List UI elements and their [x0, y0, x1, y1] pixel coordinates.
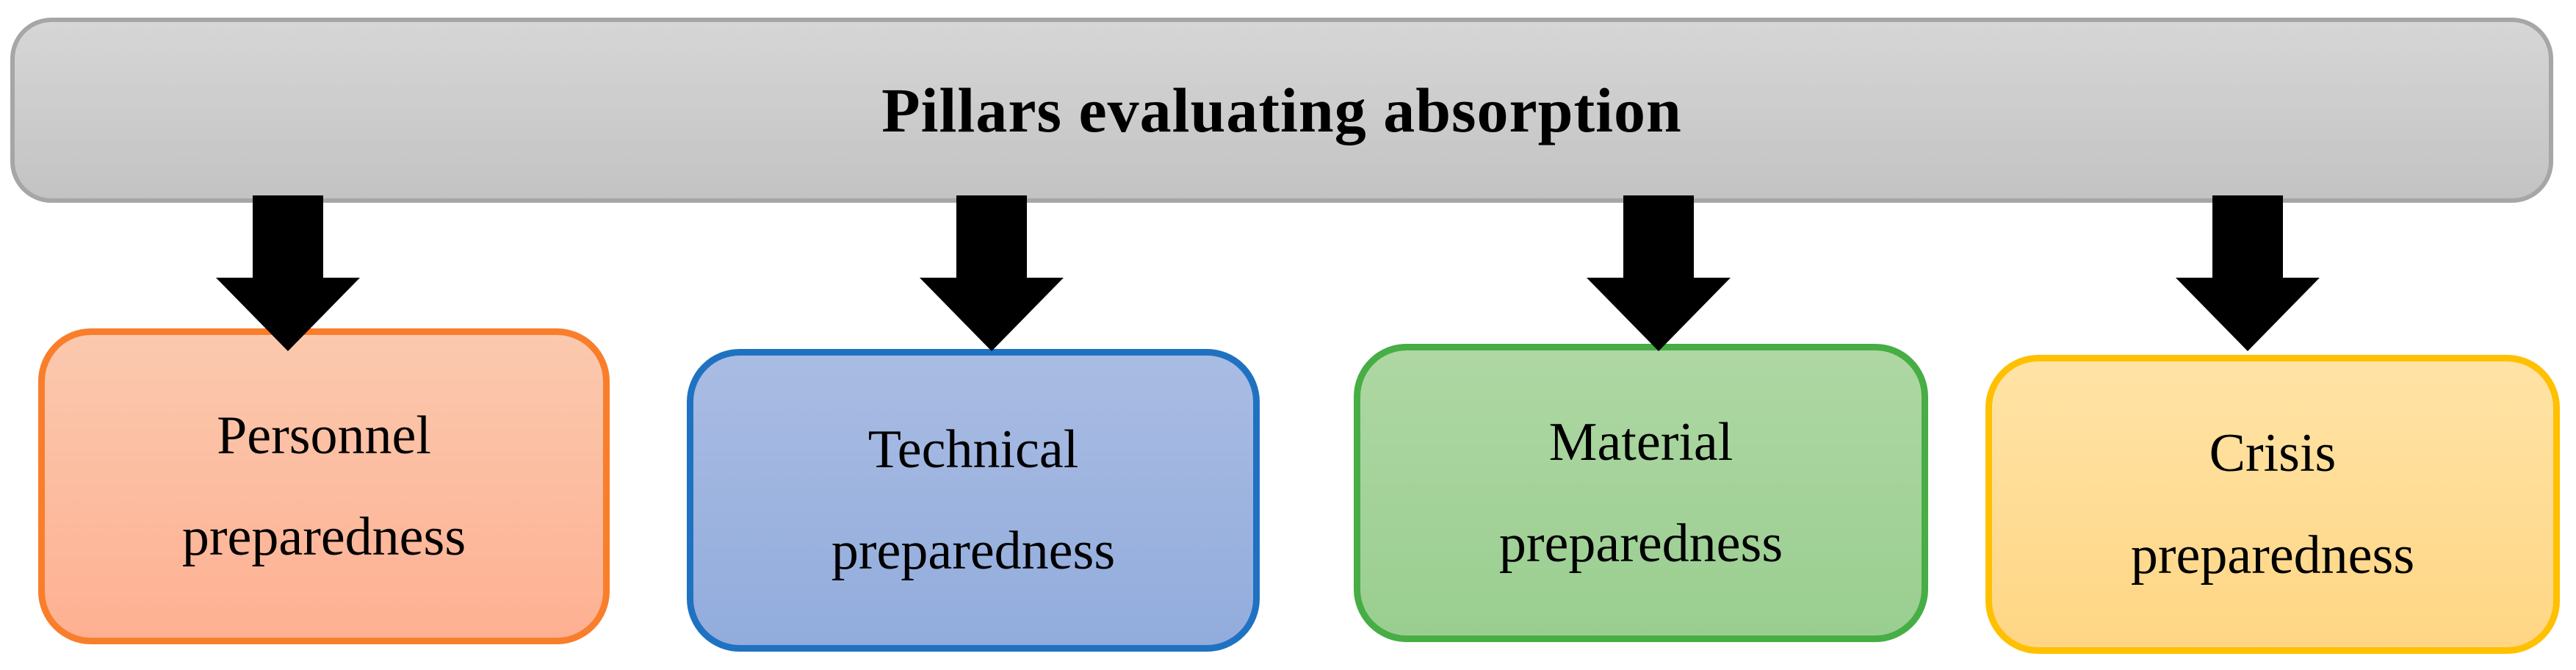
diagram-title: Pillars evaluating absorption [881, 75, 1682, 145]
pillar-box-material-preparedness: Material preparedness [1354, 344, 1928, 642]
pillar-label-line: Personnel [217, 405, 431, 466]
pillar-box-technical-preparedness: Technical preparedness [687, 349, 1260, 652]
pillar-box-crisis-preparedness: Crisis preparedness [1985, 355, 2560, 654]
pillar-label-line: preparedness [181, 507, 466, 567]
pillar-label-line: Technical [867, 419, 1079, 480]
pillar-label-line: Crisis [2209, 423, 2337, 483]
down-arrow-icon [920, 195, 1064, 351]
pillar-label: Material preparedness [1499, 408, 1783, 578]
down-arrow-icon [216, 195, 360, 351]
pillar-label-line: preparedness [831, 521, 1116, 581]
pillar-label-line: preparedness [2130, 525, 2415, 586]
pillar-label: Crisis preparedness [2131, 419, 2414, 589]
pillar-label-line: preparedness [1498, 514, 1783, 574]
down-arrow-icon [2176, 195, 2320, 351]
pillar-label: Personnel preparedness [182, 402, 466, 572]
pillar-label-line: Material [1548, 411, 1733, 472]
header-bar: Pillars evaluating absorption [10, 18, 2553, 203]
pillar-box-personnel-preparedness: Personnel preparedness [38, 328, 610, 644]
down-arrow-icon [1587, 195, 1731, 351]
pillar-label: Technical preparedness [831, 416, 1115, 586]
